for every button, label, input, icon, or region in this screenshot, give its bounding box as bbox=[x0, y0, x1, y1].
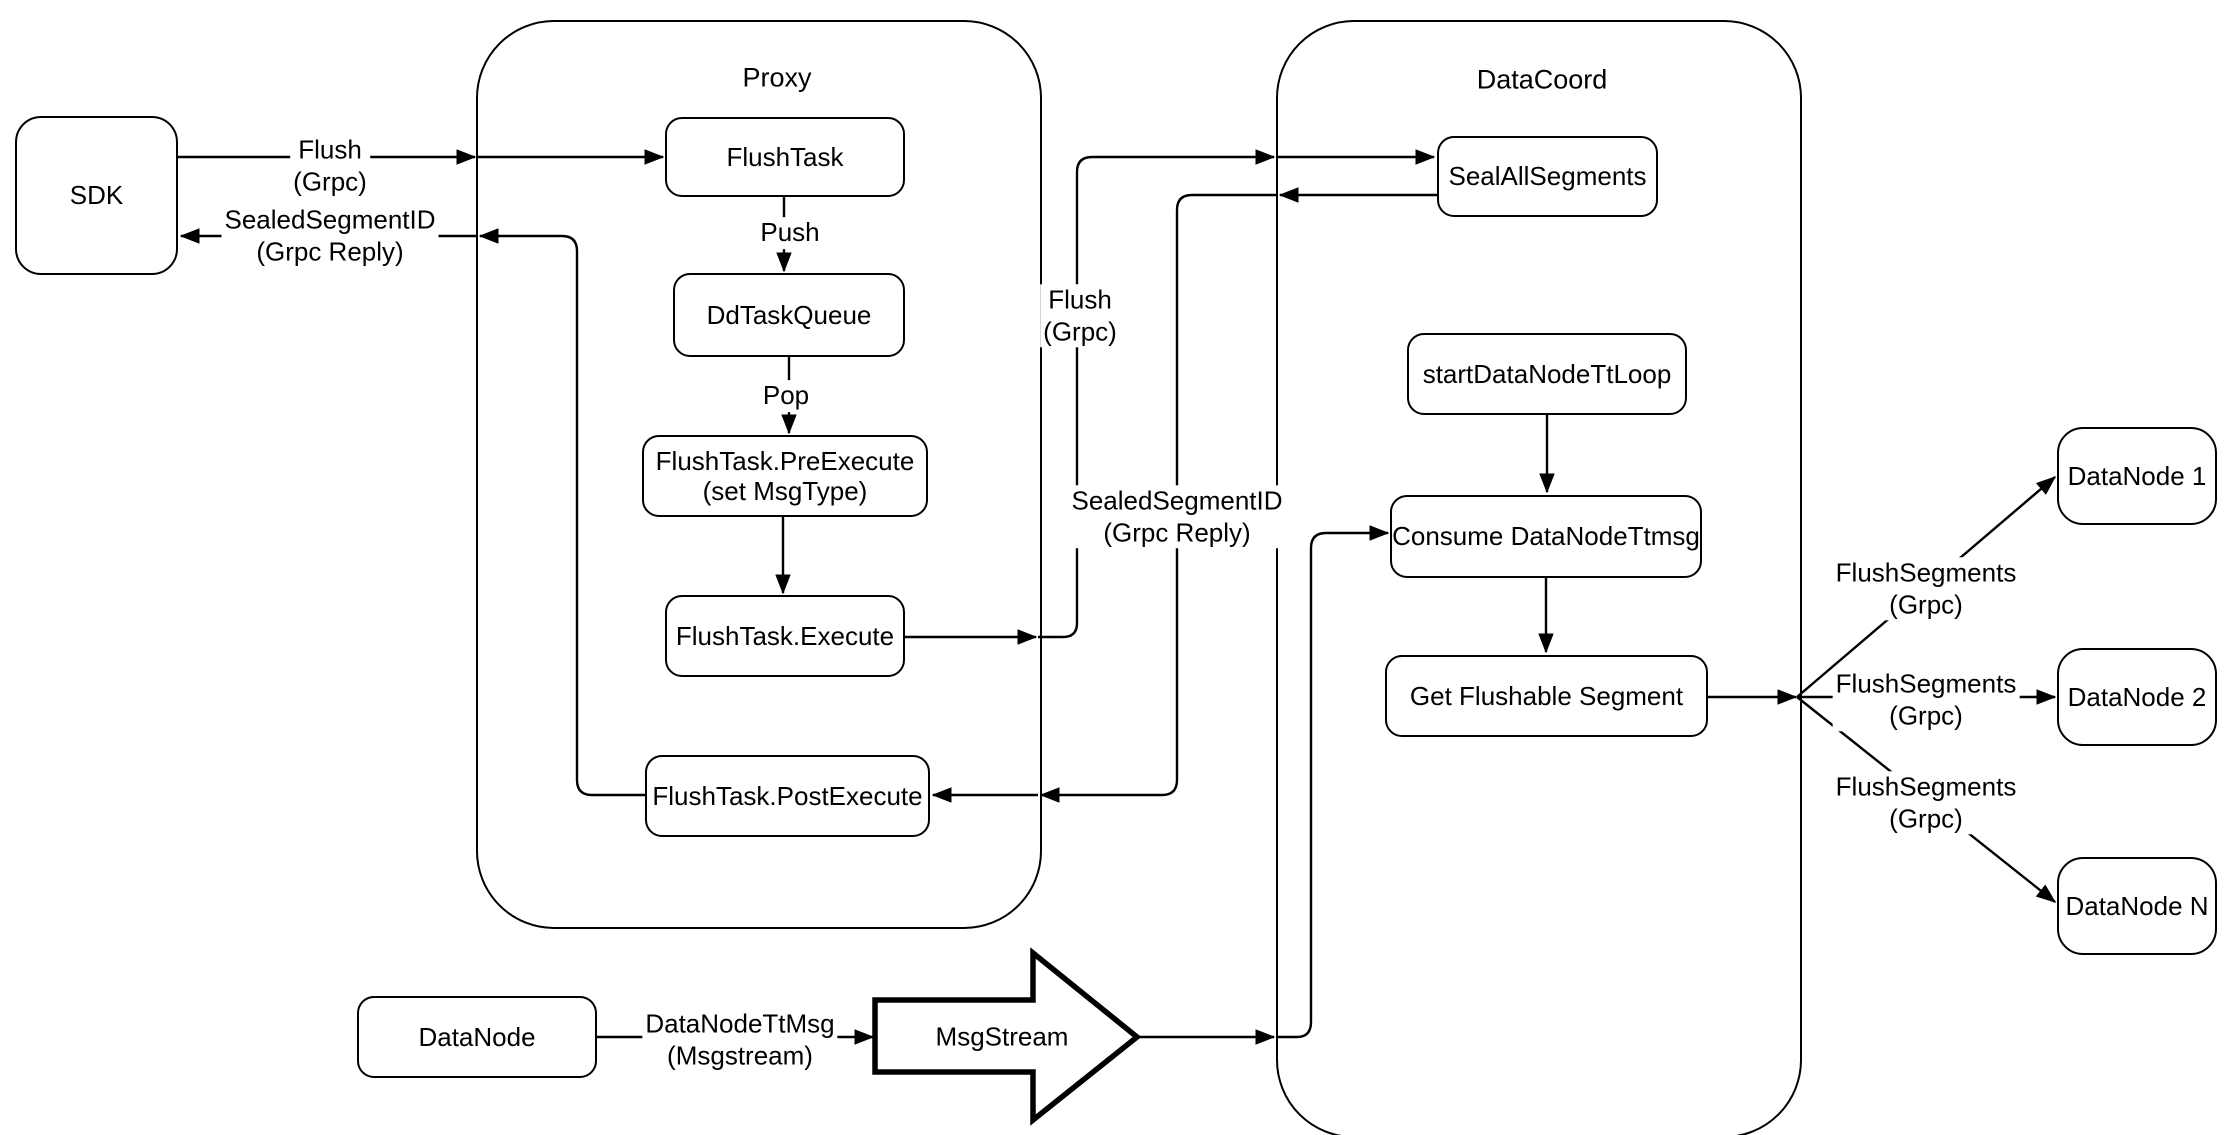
edge-label-datanodettmsg: DataNodeTtMsg (Msgstream) bbox=[642, 1008, 838, 1072]
datacoord-container bbox=[1276, 20, 1802, 1135]
msgstream-label: MsgStream bbox=[935, 1021, 1069, 1052]
edge-label-sealedsegmentid-sdk: SealedSegmentID (Grpc Reply) bbox=[221, 204, 439, 268]
edge-datacoordedge-to-consume bbox=[1276, 533, 1388, 1037]
node-consume-datanodettmsg: Consume DataNodeTtmsg bbox=[1390, 495, 1702, 578]
datacoord-container-title: DataCoord bbox=[1476, 64, 1608, 95]
msgstream-arrow-shape bbox=[875, 953, 1137, 1120]
node-datanode: DataNode bbox=[357, 996, 597, 1078]
edge-label-flush-grpc-datacoord: Flush (Grpc) bbox=[1040, 284, 1120, 348]
node-datanode-n: DataNode N bbox=[2057, 857, 2217, 955]
edge-label-flushsegments-1: FlushSegments (Grpc) bbox=[1832, 557, 2020, 621]
node-flushtask-execute: FlushTask.Execute bbox=[665, 595, 905, 677]
node-ddtaskqueue: DdTaskQueue bbox=[673, 273, 905, 357]
node-flushtask-preexecute: FlushTask.PreExecute (set MsgType) bbox=[642, 435, 928, 517]
edge-label-flush-grpc-sdk: Flush (Grpc) bbox=[290, 134, 370, 198]
edge-label-push: Push bbox=[757, 217, 823, 249]
node-startdatanodettloop: startDataNodeTtLoop bbox=[1407, 333, 1687, 415]
node-sdk: SDK bbox=[15, 116, 178, 275]
edge-label-pop: Pop bbox=[759, 380, 813, 412]
edge-label-flushsegments-3: FlushSegments (Grpc) bbox=[1832, 771, 2020, 835]
proxy-container bbox=[476, 20, 1042, 929]
node-flushtask: FlushTask bbox=[665, 117, 905, 197]
edge-postexecute-to-proxyedge bbox=[480, 236, 645, 795]
node-datanode-1: DataNode 1 bbox=[2057, 427, 2217, 525]
node-datanode-2: DataNode 2 bbox=[2057, 648, 2217, 746]
node-sealallsegments: SealAllSegments bbox=[1437, 136, 1658, 217]
edge-label-flushsegments-2: FlushSegments (Grpc) bbox=[1832, 668, 2020, 732]
edge-proxyedge-to-datacoord bbox=[1038, 157, 1274, 637]
edge-label-sealedsegmentid-datacoord: SealedSegmentID (Grpc Reply) bbox=[1068, 485, 1286, 549]
node-flushtask-postexecute: FlushTask.PostExecute bbox=[645, 755, 930, 837]
node-get-flushable-segment: Get Flushable Segment bbox=[1385, 655, 1708, 737]
proxy-container-title: Proxy bbox=[742, 62, 812, 93]
